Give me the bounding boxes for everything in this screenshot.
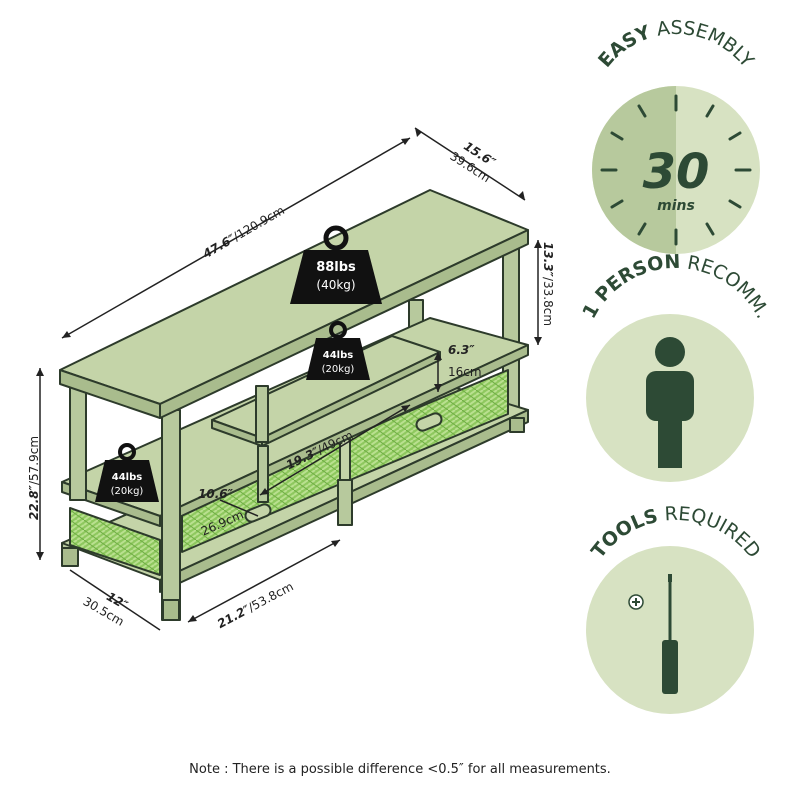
badge-person-regular: RECOMM. xyxy=(680,251,774,322)
tv-stand-illustration xyxy=(59,189,529,621)
measurement-note: Note : There is a possible difference <0… xyxy=(189,762,611,777)
dimension-lines xyxy=(39,127,539,631)
label-bottom-width: 21.2″/53.8cm xyxy=(215,579,296,631)
label-middle-gap-cm: 16cm xyxy=(448,365,482,379)
dimension-arrowheads xyxy=(36,128,542,622)
middle-post-lower xyxy=(257,445,269,503)
weight-top-kg: (40kg) xyxy=(316,278,355,292)
front-center-post xyxy=(337,479,353,526)
foot-front xyxy=(162,599,180,621)
dim-line-bottom-width xyxy=(187,539,341,623)
dim-line-width xyxy=(61,137,411,339)
label-bottom-width-cm: /53.8cm xyxy=(246,579,296,614)
foot-left xyxy=(61,547,79,567)
label-middle-gap-in: 6.3″ xyxy=(448,343,475,357)
drawer-side xyxy=(69,507,161,576)
label-width: 47.6″/120.9cm xyxy=(200,203,287,261)
front-right-post xyxy=(161,409,181,621)
weight-top: 88lbs (40kg) xyxy=(290,225,382,304)
label-total-height-in: 22.8″ xyxy=(27,484,41,520)
badge-assembly: 30 mins xyxy=(592,86,760,254)
weight-bottom-kg: (20kg) xyxy=(111,486,144,497)
svg-text:47.6″/120.9cm: 47.6″/120.9cm xyxy=(200,203,287,261)
badge-assembly-value: 30 xyxy=(643,144,710,200)
plus-icon xyxy=(628,594,644,610)
weight-middle-lbs: 44lbs xyxy=(323,350,354,361)
weight-bottom-lbs: 44lbs xyxy=(112,472,143,483)
label-middle-gap: 6.3″ 16cm xyxy=(448,343,482,379)
svg-text:21.2″/53.8cm: 21.2″/53.8cm xyxy=(215,579,296,631)
badge-assembly-title: EASY ASSEMBLY xyxy=(594,17,758,72)
dim-line-inner-width xyxy=(259,404,411,496)
svg-text:13.3″/33.8cm: 13.3″/33.8cm xyxy=(541,242,555,326)
foot-back xyxy=(509,417,525,433)
label-base-depth: 12″ 30.5cm xyxy=(81,589,131,628)
screwdriver-icon xyxy=(662,574,678,694)
badge-assembly-regular: ASSEMBLY xyxy=(648,17,759,72)
label-upper-height-cm: /33.8cm xyxy=(541,277,555,326)
badge-tools xyxy=(586,546,754,714)
drawer-handle-right xyxy=(415,412,443,432)
label-drawer-depth-in: 10.6″ xyxy=(198,487,234,501)
weight-middle-kg: (20kg) xyxy=(322,364,355,375)
person-icon xyxy=(646,337,694,468)
weight-top-lbs: 88lbs xyxy=(316,260,356,275)
badge-assembly-unit: mins xyxy=(657,198,695,214)
weight-middle: 44lbs (20kg) xyxy=(306,321,370,380)
badge-person-title: 1 PERSON RECOMM. xyxy=(578,251,774,322)
badge-person xyxy=(586,314,754,482)
label-width-cm: /120.9cm xyxy=(231,203,287,243)
drawer-handle-left xyxy=(244,503,272,523)
label-total-height-cm: /57.9cm xyxy=(27,436,41,485)
badge-person-bold: 1 PERSON xyxy=(578,251,680,322)
label-upper-height-in: 13.3″ xyxy=(541,242,555,278)
badge-assembly-bold: EASY xyxy=(594,21,654,71)
svg-text:22.8″/57.9cm: 22.8″/57.9cm xyxy=(27,436,41,520)
label-upper-height: 13.3″/33.8cm xyxy=(541,242,555,326)
weight-icon xyxy=(95,460,159,502)
middle-post-left xyxy=(255,385,269,443)
lower-shelf-front-edge xyxy=(159,344,529,527)
weight-bottom: 44lbs (20kg) xyxy=(95,443,159,502)
front-left-post xyxy=(69,379,87,501)
clock-ticks-icon xyxy=(600,94,752,246)
label-depth: 15.6″ 39.6cm xyxy=(447,139,498,185)
label-total-height: 22.8″/57.9cm xyxy=(27,436,41,520)
weight-icon xyxy=(290,250,382,304)
dim-line-base-depth xyxy=(69,569,161,631)
weight-icon xyxy=(306,338,370,380)
dim-line-depth xyxy=(414,127,526,201)
dim-line-drawer-depth xyxy=(219,499,259,517)
